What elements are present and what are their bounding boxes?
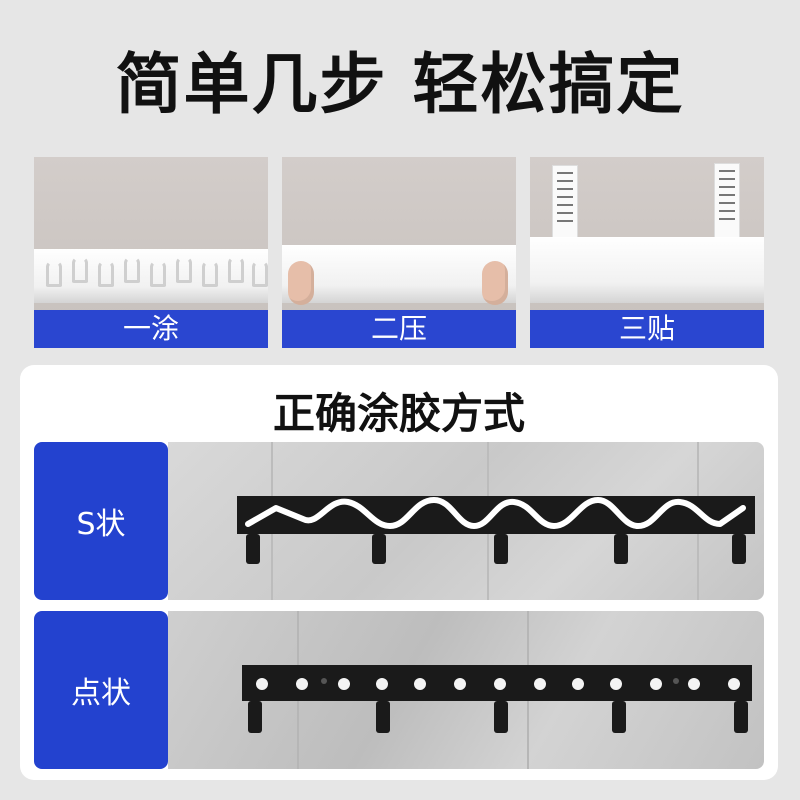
thumb-icon [482, 261, 508, 305]
adhesive-strip [530, 237, 764, 303]
method-label: 点状 [34, 611, 168, 769]
label-paper-icon [714, 163, 740, 251]
method-dots: 点状 [34, 611, 764, 769]
page-headline: 简单几步 轻松搞定 [115, 46, 685, 123]
step-caption: 一涂 [34, 310, 268, 348]
glue-mark [202, 261, 218, 287]
glue-mark [176, 257, 192, 283]
wall-scene [168, 611, 764, 769]
label-paper-icon [552, 165, 578, 249]
step-stick: 三贴 [530, 157, 764, 348]
glue-mark [228, 257, 244, 283]
wall-scene [168, 442, 764, 600]
adhesive-strip [282, 245, 516, 303]
method-s-shape: S状 [34, 442, 764, 600]
dot-glue-rack-icon [242, 611, 752, 769]
step-caption: 三贴 [530, 310, 764, 348]
glue-methods-card: 正确涂胶方式 S状 点状 [20, 365, 778, 780]
step-apply-glue: 一涂 [34, 157, 268, 348]
step-caption: 二压 [282, 310, 516, 348]
s-shape-glue-rack-icon [237, 442, 755, 600]
glue-mark [124, 257, 140, 283]
glue-mark [46, 261, 62, 287]
glue-mark [98, 261, 114, 287]
method-label: S状 [34, 442, 168, 600]
glue-mark [72, 257, 88, 283]
step-press: 二压 [282, 157, 516, 348]
glue-mark [252, 261, 268, 287]
glue-mark [150, 261, 166, 287]
card-title: 正确涂胶方式 [272, 389, 525, 438]
thumb-icon [288, 261, 314, 305]
